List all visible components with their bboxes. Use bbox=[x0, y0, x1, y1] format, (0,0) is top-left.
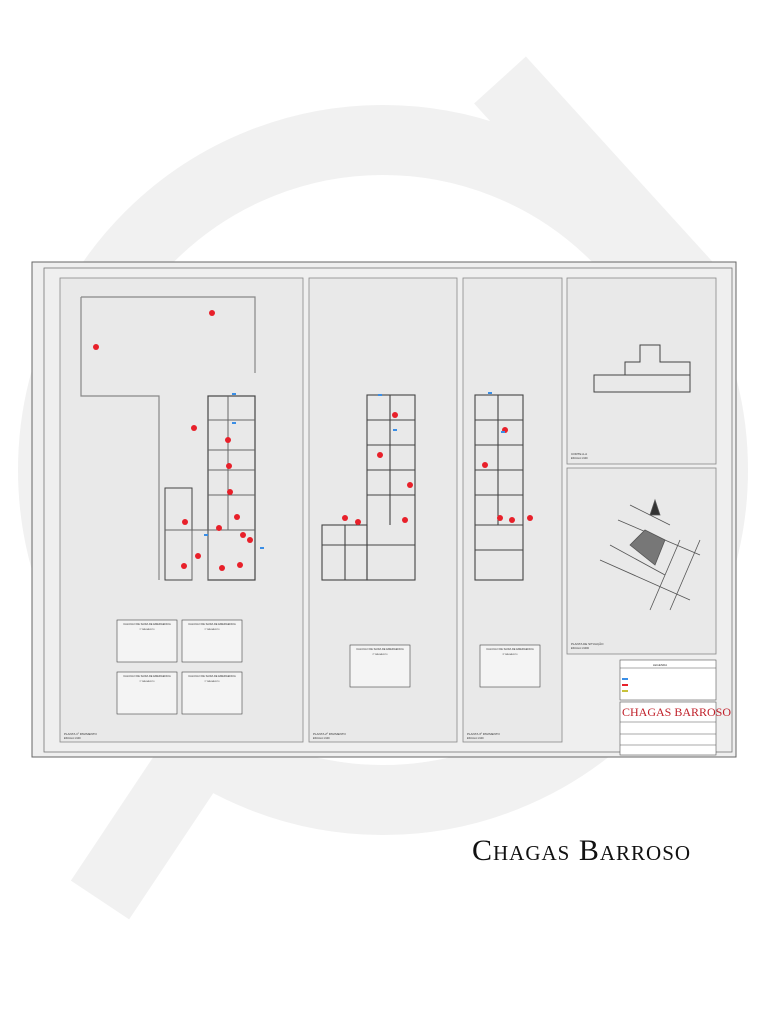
extinguisher-icon bbox=[237, 562, 243, 568]
site-plan bbox=[599, 498, 701, 611]
extinguisher-icon bbox=[195, 553, 201, 559]
calc-box-subtitle: 1º PAVIMENTO bbox=[204, 628, 219, 631]
title-block bbox=[619, 701, 717, 756]
extinguisher-icon bbox=[182, 519, 188, 525]
extinguisher-icon bbox=[191, 425, 197, 431]
calc-box-subtitle: 1º PAVIMENTO bbox=[139, 628, 154, 631]
panel-section bbox=[566, 277, 717, 465]
floor-1-plan bbox=[80, 296, 256, 581]
panel-scale: ESCALA 1/100 bbox=[467, 737, 484, 740]
calc-box bbox=[349, 644, 411, 688]
panel-scale: ESCALA 1/100 bbox=[571, 457, 588, 460]
calc-box-subtitle: 2º PAVIMENTO bbox=[372, 653, 387, 656]
panel-site bbox=[566, 467, 717, 655]
calc-box-title: CALCULO DE SAIDA DE EMERGENCIA bbox=[123, 622, 171, 626]
calc-box bbox=[181, 671, 243, 715]
calc-box bbox=[181, 619, 243, 663]
calc-box bbox=[116, 619, 178, 663]
emergency-light-icon bbox=[501, 431, 505, 433]
brand-logo-text: Chagas Barroso bbox=[472, 834, 692, 867]
calc-box bbox=[479, 644, 541, 688]
title-block-logo: CHAGAS BARROSO bbox=[622, 705, 731, 719]
extinguisher-icon bbox=[392, 412, 398, 418]
panel-title: PLANTA 3º PAVIMENTO bbox=[467, 732, 501, 736]
extinguisher-icon bbox=[181, 563, 187, 569]
panel-title: PLANTA DE SITUAÇÃO bbox=[571, 641, 604, 646]
extinguisher-icon bbox=[377, 452, 383, 458]
panel-scale: ESCALA 1/100 bbox=[313, 737, 330, 740]
extinguisher-icon bbox=[247, 537, 253, 543]
extinguisher-icon bbox=[219, 565, 225, 571]
calc-box-subtitle: 1º PAVIMENTO bbox=[139, 680, 154, 683]
extinguisher-icon bbox=[216, 525, 222, 531]
emergency-light-icon bbox=[232, 422, 236, 424]
extinguisher-icon bbox=[527, 515, 533, 521]
extinguisher-icon bbox=[342, 515, 348, 521]
extinguisher-icon bbox=[497, 515, 503, 521]
extinguisher-icon bbox=[509, 517, 515, 523]
calc-box-title: CALCULO DE SAIDA DE EMERGENCIA bbox=[356, 647, 404, 651]
panel-title: PLANTA 2º PAVIMENTO bbox=[313, 732, 347, 736]
calc-box-title: CALCULO DE SAIDA DE EMERGENCIA bbox=[123, 674, 171, 678]
panel-floor-1 bbox=[59, 277, 304, 743]
floor-3-plan bbox=[474, 394, 524, 581]
calc-box-title: CALCULO DE SAIDA DE EMERGENCIA bbox=[188, 674, 236, 678]
emergency-light-icon bbox=[378, 394, 382, 396]
emergency-light-icon bbox=[204, 534, 208, 536]
legend-title: LEGENDA bbox=[653, 663, 667, 667]
extinguisher-icon bbox=[407, 482, 413, 488]
extinguisher-icon bbox=[93, 344, 99, 350]
extinguisher-icon bbox=[226, 463, 232, 469]
calc-box-subtitle: 3º PAVIMENTO bbox=[502, 653, 517, 656]
extinguisher-icon bbox=[402, 517, 408, 523]
section-drawing bbox=[593, 344, 691, 393]
panel-title: PLANTA 1º PAVIMENTO bbox=[64, 732, 98, 736]
emergency-light-icon bbox=[232, 393, 236, 395]
extinguisher-icon bbox=[482, 462, 488, 468]
extinguisher-icon bbox=[227, 489, 233, 495]
panel-scale: ESCALA 1/100 bbox=[64, 737, 81, 740]
extinguisher-icon bbox=[225, 437, 231, 443]
legend-table bbox=[619, 659, 717, 701]
panel-title: CORTE A-A bbox=[571, 452, 587, 456]
extinguisher-icon bbox=[240, 532, 246, 538]
emergency-light-icon bbox=[488, 392, 492, 394]
calc-box-title: CALCULO DE SAIDA DE EMERGENCIA bbox=[486, 647, 534, 651]
panel-scale: ESCALA 1/1000 bbox=[571, 647, 590, 650]
extinguisher-icon bbox=[355, 519, 361, 525]
calc-box-title: CALCULO DE SAIDA DE EMERGENCIA bbox=[188, 622, 236, 626]
fire-equipment-markers bbox=[93, 310, 533, 571]
emergency-light-icon bbox=[260, 547, 264, 549]
calc-box bbox=[116, 671, 178, 715]
calc-box-subtitle: 1º PAVIMENTO bbox=[204, 680, 219, 683]
extinguisher-icon bbox=[234, 514, 240, 520]
emergency-light-icon bbox=[393, 429, 397, 431]
floor-2-plan bbox=[321, 394, 416, 581]
extinguisher-icon bbox=[209, 310, 215, 316]
